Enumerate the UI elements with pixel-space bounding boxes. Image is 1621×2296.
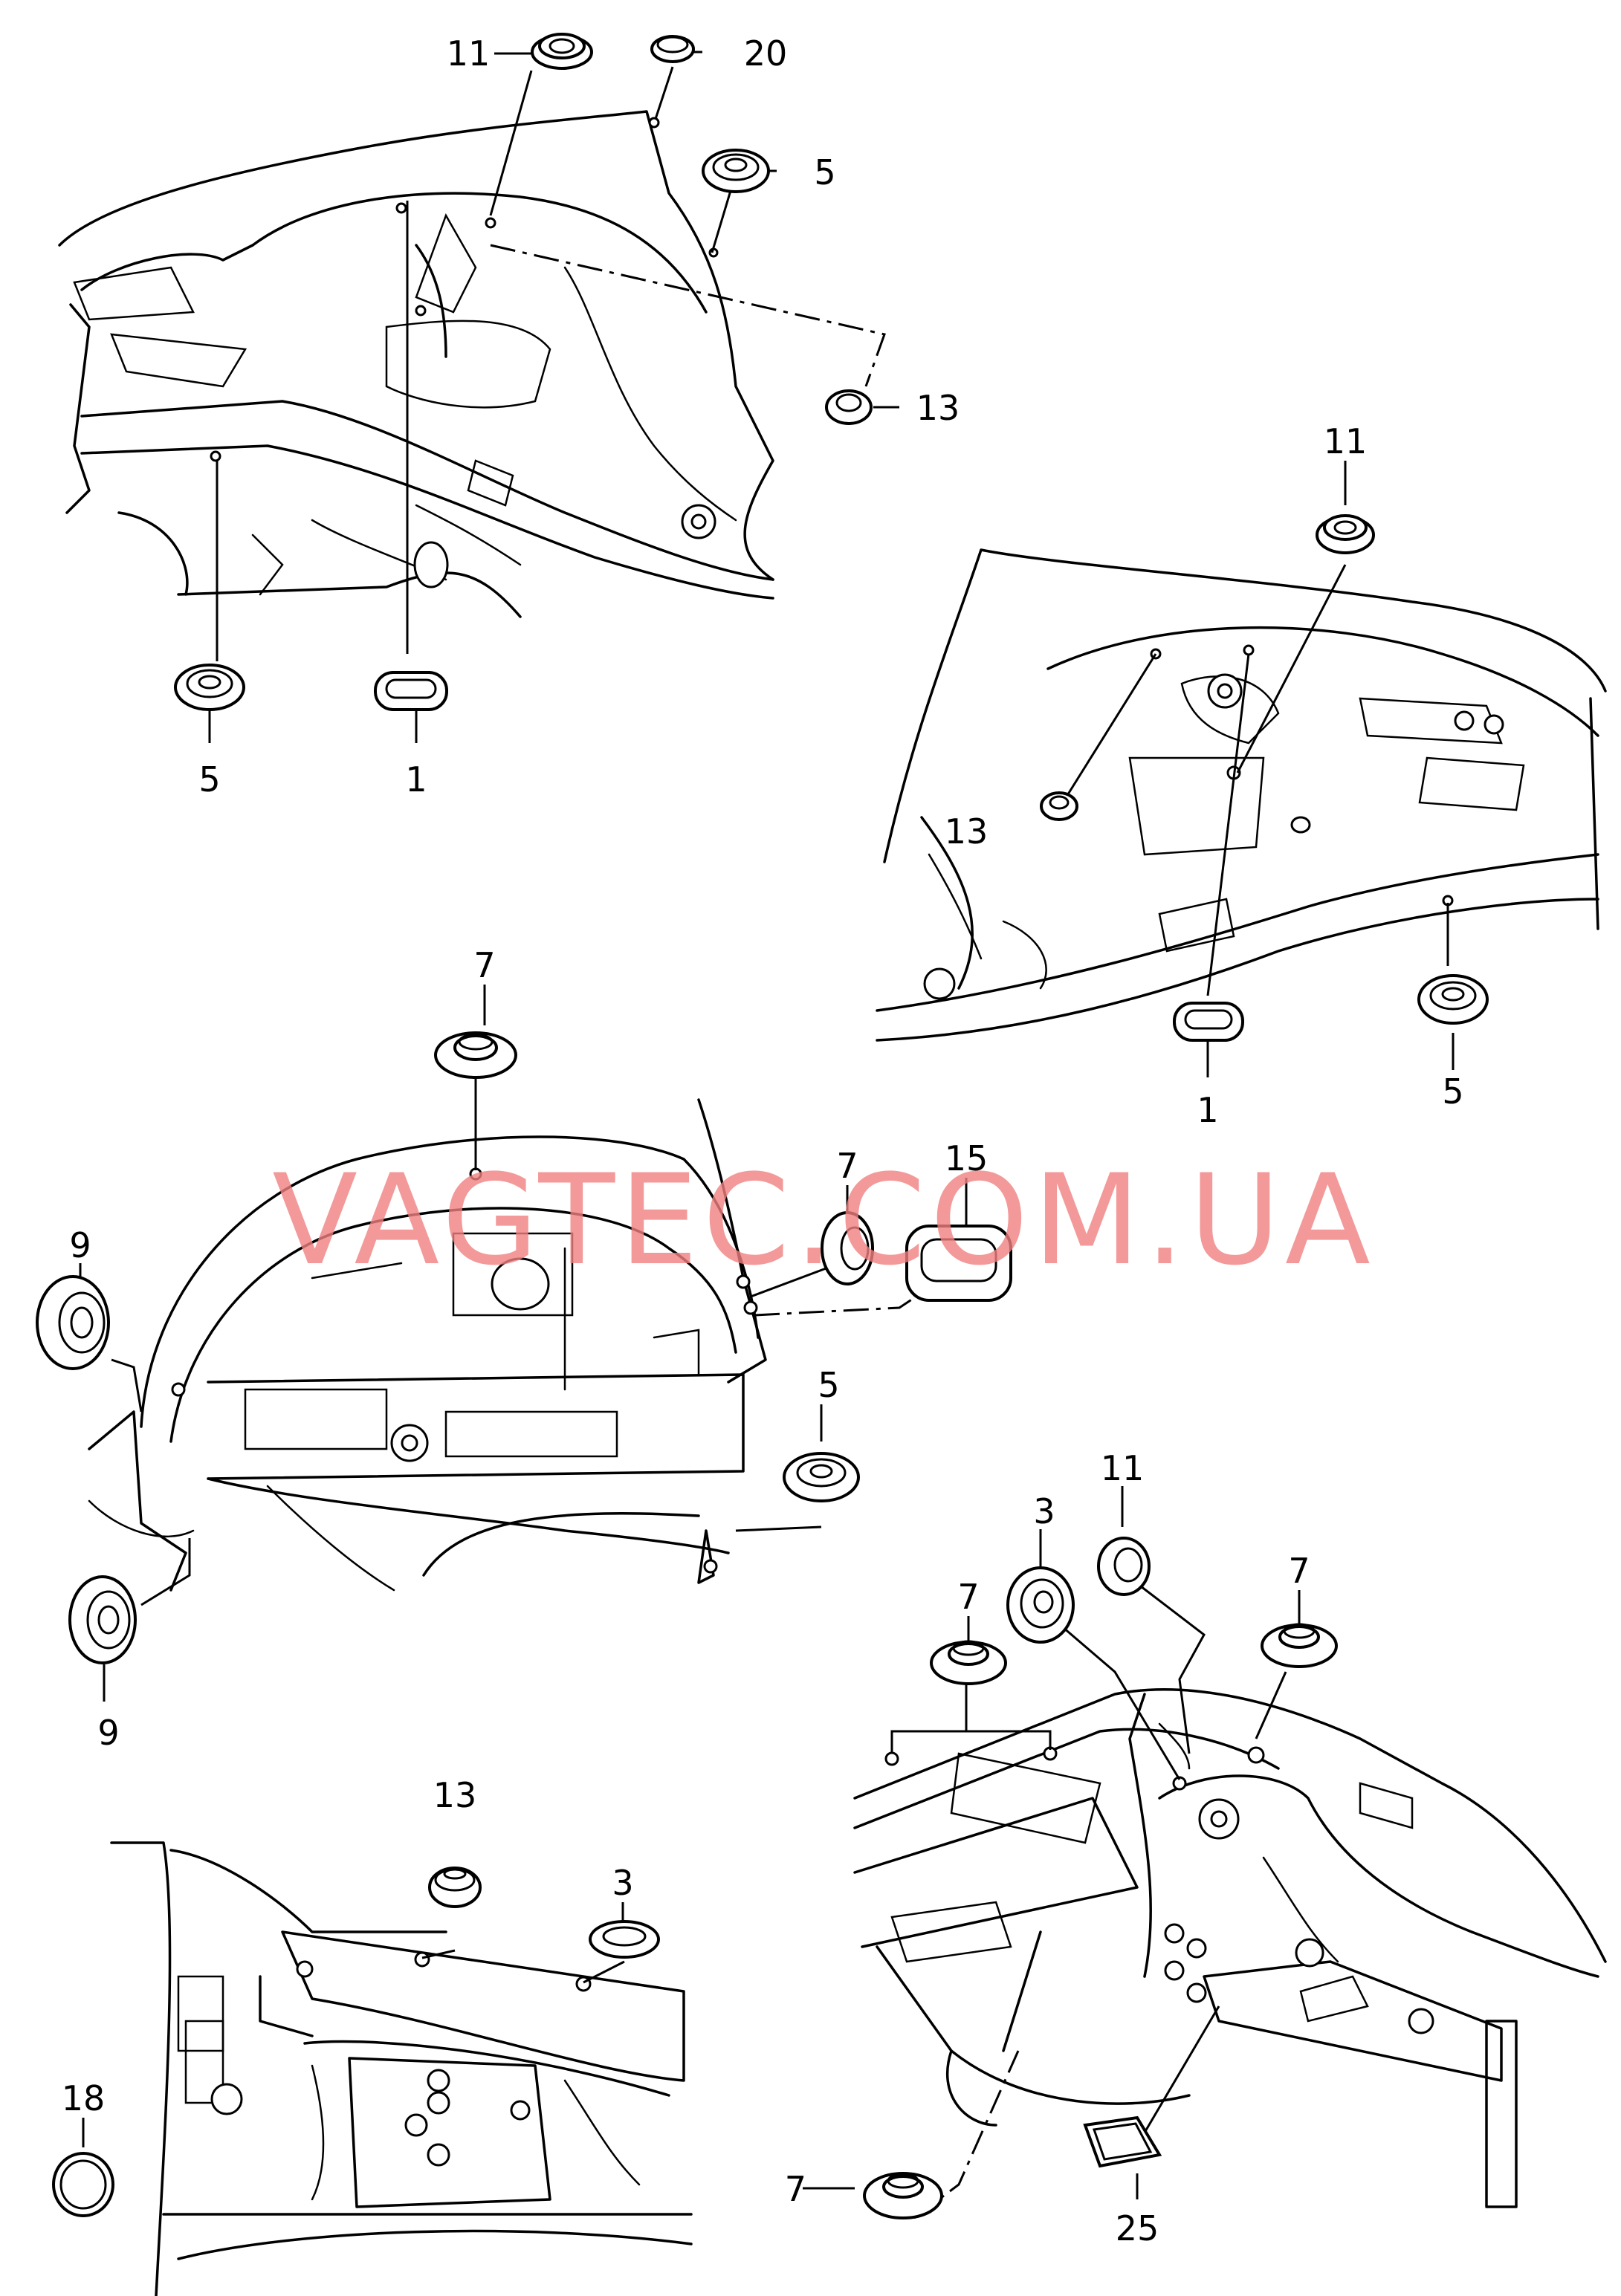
part-18 [52,2152,114,2217]
part-5-top-left-upper [702,149,770,193]
callout-11-bottom-right: 11 [1101,1448,1145,1488]
callout-5-middle: 5 [818,1365,839,1405]
callout-5-top-left-lower: 5 [198,759,220,800]
cap-plug-icon [650,35,695,63]
part-11-bottom-right [1097,1537,1151,1596]
part-15 [905,1225,1012,1302]
grommet-icon [428,1867,482,1908]
oval-plug-icon [1173,1002,1244,1042]
part-7-bottom-right-bottom [863,2172,943,2219]
callout-11-top-left: 11 [447,33,491,74]
round-plug-icon [702,149,770,193]
part-7-bottom-right-left [930,1640,1007,1685]
callout-13-bottom-left: 13 [433,1775,477,1815]
part-25 [1083,2115,1162,2168]
part-3-bottom-right [1006,1566,1075,1644]
oval-plug-icon [589,1920,660,1959]
cap-plug-icon [1261,1623,1338,1668]
part-3-bottom-left [589,1920,660,1959]
callout-5-top-left-upper: 5 [814,152,835,192]
round-plug-icon [1417,974,1489,1025]
cap-plug-icon [930,1640,1007,1685]
callout-15: 15 [945,1138,989,1178]
view-top-right [876,461,1607,1077]
callout-20: 20 [744,33,788,74]
callout-7-bottom-right-bottom: 7 [785,2169,806,2209]
callout-7-middle-top: 7 [473,945,495,985]
callout-9-upper: 9 [69,1225,91,1265]
part-1-top-left [374,671,448,711]
callout-7-middle-right: 7 [836,1146,858,1186]
watermark: VAGTEC.COM.UA [272,1147,1375,1293]
view-bottom-right [803,1486,1607,2219]
callout-5-top-right: 5 [1442,1071,1463,1112]
cap-plug-icon [434,1031,517,1079]
callout-25: 25 [1116,2208,1159,2248]
view-bottom-left [82,1841,693,2296]
part-11-top-right [1316,514,1375,554]
part-9-lower [68,1575,137,1664]
callout-7-bottom-right-right: 7 [1288,1551,1310,1591]
part-5-middle [783,1452,860,1502]
part-1-top-right [1173,1002,1244,1042]
callout-1-top-right: 1 [1197,1090,1218,1130]
grommet-icon [1316,514,1375,554]
grommet-icon [821,1211,874,1285]
part-7-middle-right [821,1211,874,1285]
grommet-icon [68,1575,137,1664]
part-9-upper [36,1275,110,1370]
oval-plug-icon [374,671,448,711]
part-11-top-left [531,33,593,70]
callout-11-top-right: 11 [1324,421,1368,461]
view-middle-left [79,985,968,1702]
grommet-icon [1097,1537,1151,1596]
round-plug-icon [174,664,245,711]
part-7-bottom-right-right [1261,1623,1338,1668]
callout-7-bottom-right-left: 7 [957,1577,979,1617]
rectangular-plug-icon [905,1225,1012,1302]
rectangular-plug-icon [1083,2115,1162,2168]
callout-3-bottom-right: 3 [1033,1491,1055,1531]
part-7-middle-top [434,1031,517,1079]
callout-13-top-left: 13 [916,388,960,428]
callout-13-top-right: 13 [945,811,989,852]
round-plug-icon [783,1452,860,1502]
callout-3-bottom-left: 3 [612,1863,633,1903]
view-top-left [58,51,899,743]
part-5-top-right [1417,974,1489,1025]
callout-1-top-left: 1 [405,759,427,800]
part-5-top-left-lower [174,664,245,711]
grommet-icon [531,33,593,70]
part-13-bottom-left [428,1867,482,1908]
part-13-top-left [825,389,873,425]
part-20 [650,35,695,63]
cap-plug-icon [863,2172,943,2219]
grommet-icon [1040,791,1078,821]
part-13-top-right [1040,791,1078,821]
grommet-icon [825,389,873,425]
round-plug-icon [1006,1566,1075,1644]
callout-18: 18 [62,2078,106,2118]
grommet-icon [36,1275,110,1370]
callout-9-lower: 9 [97,1713,119,1753]
round-plug-icon [52,2152,114,2217]
